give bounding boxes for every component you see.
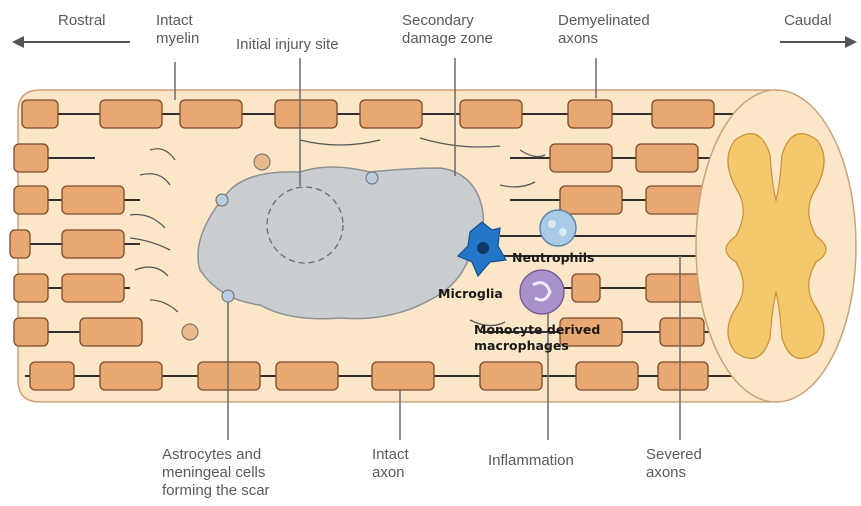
label-neutrophils: Neutrophils — [512, 250, 594, 266]
label-intact-axon: Intact axon — [372, 446, 409, 482]
macrophage-cell — [520, 270, 564, 314]
rostral-arrow — [12, 36, 130, 48]
label-caudal: Caudal — [784, 12, 832, 30]
label-severed-axons: Severed axons — [646, 446, 702, 482]
label-secondary-damage-zone: Secondary damage zone — [402, 12, 493, 48]
label-demyelinated-axons: Demyelinated axons — [558, 12, 650, 48]
label-monocyte-derived-macrophages: Monocyte derived macrophages — [474, 322, 600, 354]
label-intact-myelin: Intact myelin — [156, 12, 199, 48]
label-rostral: Rostral — [58, 12, 106, 30]
label-initial-injury-site: Initial injury site — [236, 36, 339, 54]
caudal-arrow — [780, 36, 857, 48]
label-inflammation: Inflammation — [488, 452, 574, 470]
neutrophil-cell — [540, 210, 576, 246]
label-astrocytes-scar: Astrocytes and meningeal cells forming t… — [162, 446, 270, 500]
label-microglia: Microglia — [438, 286, 503, 302]
